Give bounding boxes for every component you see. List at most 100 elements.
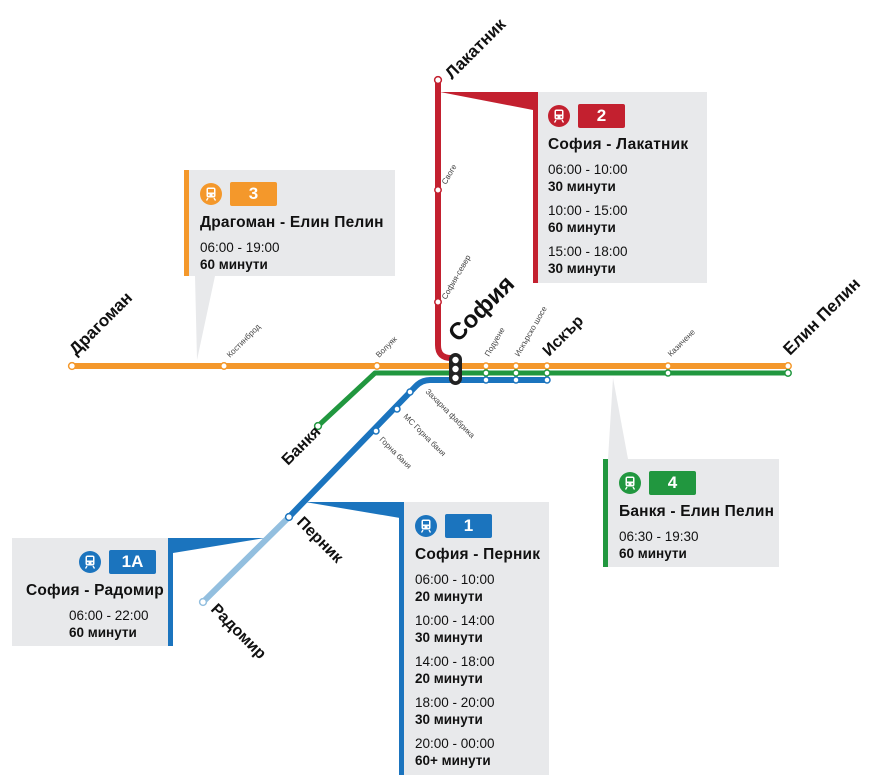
dragoman-label: Драгоман bbox=[65, 288, 136, 359]
station-dot-voluyak[interactable] bbox=[373, 362, 381, 370]
station-dot-poduene-1 bbox=[482, 376, 490, 384]
line-number-badge: 1А bbox=[109, 550, 156, 574]
line-number-badge: 1 bbox=[445, 514, 492, 538]
station-dot-lakatnik[interactable] bbox=[433, 75, 443, 85]
schedule-time: 06:00 - 19:00 bbox=[200, 240, 280, 255]
hub-dot bbox=[452, 365, 459, 373]
card-accent-bar bbox=[533, 92, 538, 283]
schedule-slot: 06:30 - 19:30 60 минути bbox=[619, 528, 779, 562]
station-dot-iskar[interactable] bbox=[543, 362, 551, 370]
schedule-list: 06:30 - 19:30 60 минути bbox=[619, 528, 779, 562]
lakatnik-label: Лакатник bbox=[441, 14, 509, 82]
station-dot-iskarsko-shose[interactable] bbox=[512, 362, 520, 370]
schedule-slot: 10:00 - 15:00 60 минути bbox=[548, 202, 707, 236]
station-dot-iskarsko-shose-1 bbox=[512, 376, 520, 384]
schedule-list: 06:00 - 22:00 60 минути bbox=[26, 607, 173, 641]
kazichene-label: Казичене bbox=[666, 327, 697, 358]
station-dot-poduene-4 bbox=[482, 369, 490, 377]
schedule-frequency: 30 минути bbox=[415, 630, 483, 645]
train-icon bbox=[79, 551, 101, 573]
schedule-time: 14:00 - 18:00 bbox=[415, 654, 495, 669]
station-dot-kostinbrod[interactable] bbox=[220, 362, 228, 370]
station-dot-zaharna-fabrika[interactable] bbox=[406, 388, 414, 396]
iskar-label: Искър bbox=[540, 312, 587, 359]
schedule-slot: 06:00 - 10:00 30 минути bbox=[548, 161, 707, 195]
schedule-slot: 06:00 - 10:00 20 минути bbox=[415, 571, 549, 605]
route-title: София - Лакатник bbox=[548, 136, 689, 153]
station-dot-kazichene[interactable] bbox=[664, 362, 672, 370]
card-line-2: 2 София - Лакатник 06:00 - 10:00 30 минут… bbox=[533, 92, 707, 283]
schedule-time: 10:00 - 15:00 bbox=[548, 203, 628, 218]
schedule-time: 06:00 - 10:00 bbox=[548, 162, 628, 177]
train-icon bbox=[548, 105, 570, 127]
schedule-frequency: 60 минути bbox=[69, 625, 137, 640]
station-dot-sofia-sever[interactable] bbox=[434, 298, 442, 306]
train-icon bbox=[200, 183, 222, 205]
kostinbrod-label: Костинброд bbox=[225, 322, 262, 359]
card-accent-bar bbox=[399, 502, 404, 775]
card-accent-bar bbox=[168, 538, 173, 646]
schedule-time: 06:00 - 10:00 bbox=[415, 572, 495, 587]
schedule-frequency: 20 минути bbox=[415, 589, 483, 604]
schedule-list: 06:00 - 10:00 30 минути 10:00 - 15:00 60 ми… bbox=[548, 161, 707, 277]
station-dot-gorna-banya[interactable] bbox=[372, 427, 380, 435]
schedule-time: 20:00 - 00:00 bbox=[415, 736, 495, 751]
route-title: София - Радомир bbox=[26, 582, 164, 599]
train-icon bbox=[619, 472, 641, 494]
voluyak-label: Волуяк bbox=[374, 334, 399, 359]
schedule-slot: 18:00 - 20:00 30 минути bbox=[415, 694, 549, 728]
station-dot-iskar-4 bbox=[543, 369, 551, 377]
schedule-frequency: 30 минути bbox=[548, 261, 616, 276]
sofia-sever-label: София-север bbox=[440, 253, 473, 301]
schedule-frequency: 30 минути bbox=[548, 179, 616, 194]
gorna-banya-label: Горна баня bbox=[378, 435, 414, 471]
card-header: 2 bbox=[548, 104, 707, 128]
route-title: София - Перник bbox=[415, 546, 541, 563]
card-2-pointer bbox=[440, 92, 533, 110]
schedule-time: 06:30 - 19:30 bbox=[619, 529, 699, 544]
schedule-frequency: 60 минути bbox=[619, 546, 687, 561]
line-number-badge: 2 bbox=[578, 104, 625, 128]
schedule-slot: 06:00 - 19:00 60 минути bbox=[200, 239, 395, 273]
elin-pelin-label: Елин Пелин bbox=[779, 274, 864, 359]
poduene-label: Подуене bbox=[483, 325, 507, 358]
station-dot-svoge[interactable] bbox=[434, 186, 442, 194]
schedule-frequency: 20 минути bbox=[415, 671, 483, 686]
card-1a-pointer bbox=[173, 538, 265, 553]
station-dot-bankya[interactable] bbox=[313, 421, 323, 431]
line-1-track bbox=[286, 377, 550, 520]
schedule-frequency: 30 минути bbox=[415, 712, 483, 727]
station-dot-dragoman[interactable] bbox=[67, 361, 77, 371]
station-dot-poduene[interactable] bbox=[482, 362, 490, 370]
schedule-slot: 14:00 - 18:00 20 минути bbox=[415, 653, 549, 687]
svoge-label: Своге bbox=[440, 162, 459, 186]
card-header: 3 bbox=[200, 182, 395, 206]
station-dot-elin-pelin[interactable] bbox=[784, 362, 792, 370]
schedule-time: 18:00 - 20:00 bbox=[415, 695, 495, 710]
station-dot-kazichene-4 bbox=[664, 369, 672, 377]
card-header: 4 bbox=[619, 471, 779, 495]
card-3-pointer bbox=[195, 276, 215, 360]
line-4-track bbox=[315, 370, 791, 429]
station-dot-iskarsko-shose-4 bbox=[512, 369, 520, 377]
schedule-frequency: 60 минути bbox=[200, 257, 268, 272]
bankya-label: Банкя bbox=[279, 423, 325, 469]
card-header: 1А bbox=[26, 550, 173, 574]
card-accent-bar bbox=[184, 170, 189, 276]
pernik-label: Перник bbox=[293, 514, 347, 568]
card-1-pointer bbox=[305, 502, 400, 518]
card-header: 1 bbox=[415, 514, 549, 538]
schedule-time: 06:00 - 22:00 bbox=[69, 608, 149, 623]
radomir-label: Радомир bbox=[207, 601, 269, 663]
card-accent-bar bbox=[603, 459, 608, 567]
schedule-frequency: 60 минути bbox=[548, 220, 616, 235]
train-icon bbox=[415, 515, 437, 537]
station-dot-radomir[interactable] bbox=[198, 597, 208, 607]
station-dot-ms-gorna-banya[interactable] bbox=[393, 405, 401, 413]
station-dot-pernik[interactable] bbox=[284, 512, 294, 522]
